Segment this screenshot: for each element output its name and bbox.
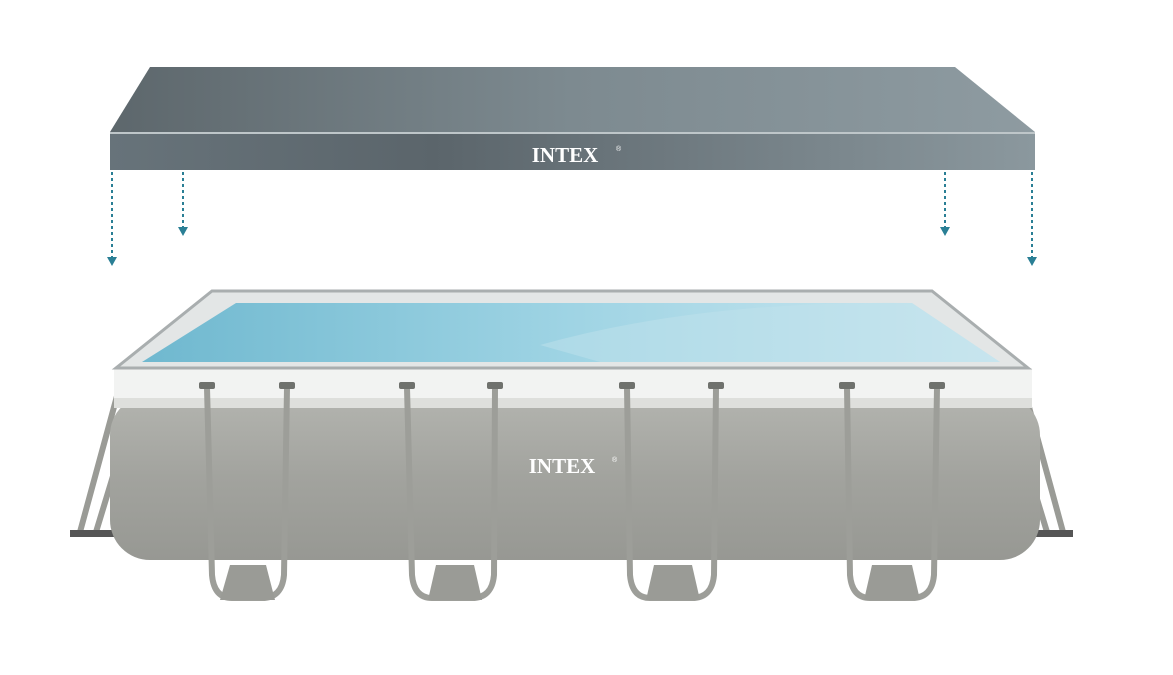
pool-cover: INTEX ® <box>110 67 1035 170</box>
arrow-down-icon <box>940 227 950 236</box>
cover-logo: INTEX <box>532 143 599 167</box>
leg-foot <box>220 565 275 600</box>
leg-foot <box>864 565 920 600</box>
leg-caps <box>199 382 945 389</box>
cover-registered-mark: ® <box>616 145 622 153</box>
pool-registered-mark: ® <box>612 456 618 464</box>
pool-wall <box>110 395 1040 560</box>
leg-foot <box>646 565 700 600</box>
arrow-down-icon <box>107 257 117 266</box>
placement-arrows <box>107 172 1037 266</box>
cover-top <box>110 67 1035 132</box>
arrow-down-icon <box>178 227 188 236</box>
pool-logo: INTEX <box>529 454 596 478</box>
arrow-down-icon <box>1027 257 1037 266</box>
pool: INTEX ® <box>70 289 1073 601</box>
leg-foot <box>428 565 482 600</box>
cover-band <box>110 134 1035 170</box>
